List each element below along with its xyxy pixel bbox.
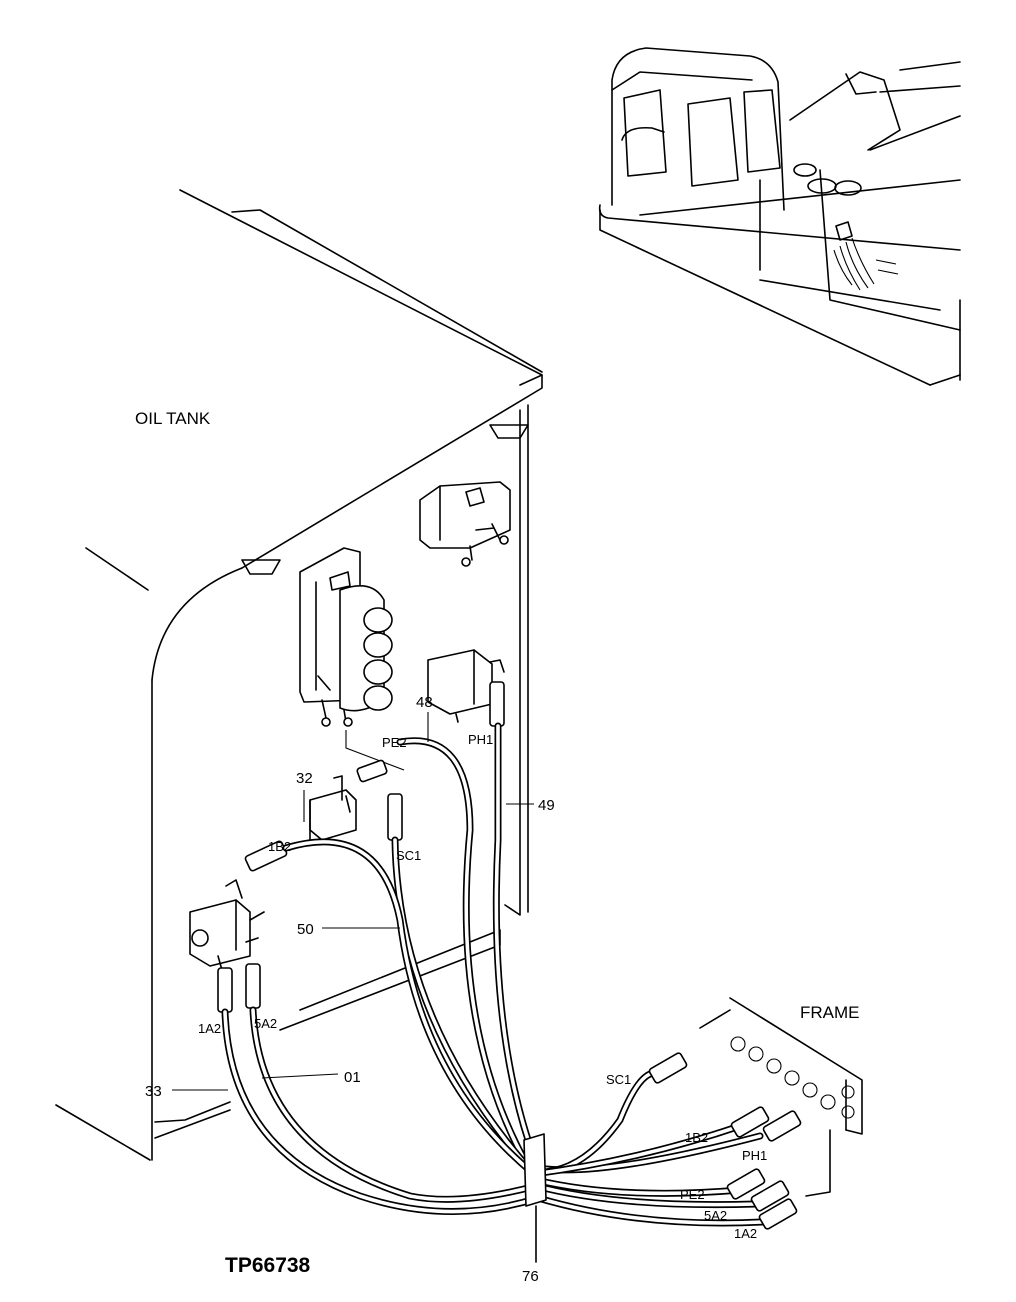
valve-block-lower-left	[189, 879, 265, 971]
callout-32: 32	[296, 770, 313, 787]
port-label-1a2: 1A2	[198, 1021, 221, 1036]
callout-76: 76	[522, 1268, 539, 1285]
frame-bracket	[648, 997, 863, 1230]
port-label-pe2: PE2	[382, 735, 407, 750]
drawing-id: TP66738	[225, 1254, 311, 1277]
oil-tank	[55, 189, 543, 1161]
callout-50: 50	[297, 921, 314, 938]
machine-overview-inset	[598, 47, 961, 386]
callout-49: 49	[538, 797, 555, 814]
frame-port-label-1a2: 1A2	[734, 1226, 757, 1241]
oil-tank-label: OIL TANK	[135, 409, 211, 428]
solenoid-valve-upper	[419, 481, 511, 567]
callout-01: 01	[344, 1069, 361, 1086]
leader-lines	[172, 712, 534, 1091]
port-label-ph1: PH1	[468, 732, 493, 747]
frame-label: FRAME	[800, 1003, 860, 1022]
control-valve-stack	[299, 547, 405, 771]
callout-33: 33	[145, 1083, 162, 1100]
frame-port-label-1b2: 1B2	[685, 1130, 708, 1145]
hose-fittings	[217, 681, 505, 1013]
port-label-sc1: SC1	[396, 848, 421, 863]
valve-block-32	[309, 775, 357, 841]
hydraulic-hose-bundle	[221, 722, 766, 1263]
callout-48: 48	[416, 694, 433, 711]
frame-port-label-pe2: PE2	[680, 1187, 705, 1202]
port-label-1b2: 1B2	[268, 839, 291, 854]
pressure-switch-block	[427, 649, 505, 723]
frame-port-label-ph1: PH1	[742, 1148, 767, 1163]
frame-port-label-5a2: 5A2	[704, 1208, 727, 1223]
frame-port-label-sc1: SC1	[606, 1072, 631, 1087]
port-label-5a2: 5A2	[254, 1016, 277, 1031]
